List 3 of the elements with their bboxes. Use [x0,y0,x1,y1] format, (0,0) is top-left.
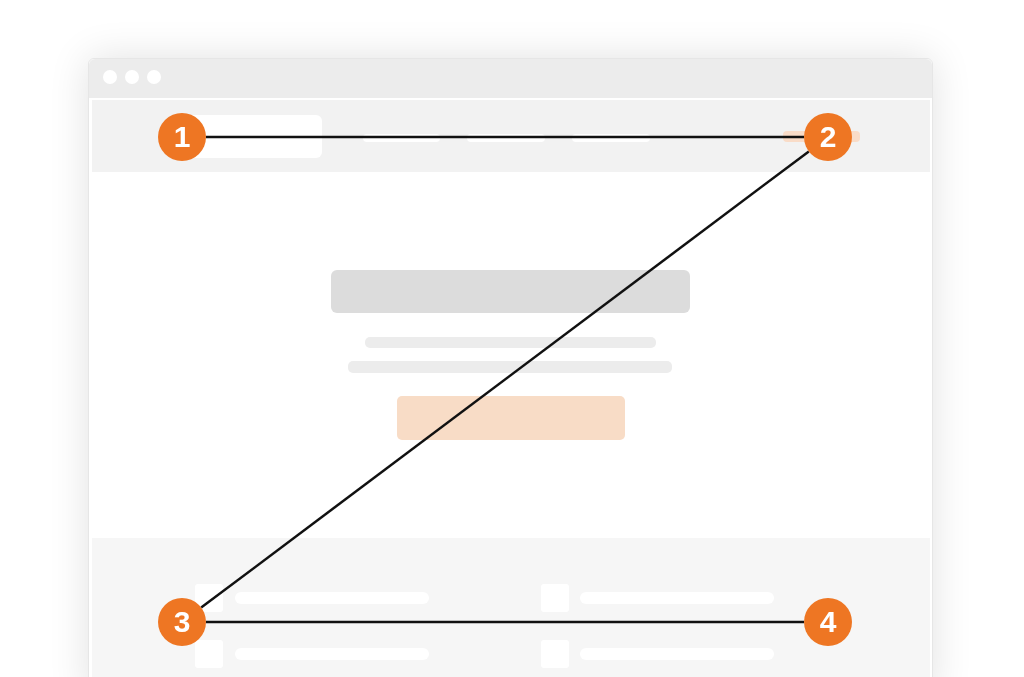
connector-line [206,620,804,624]
connector-line [200,150,810,609]
connector-line [206,135,804,139]
